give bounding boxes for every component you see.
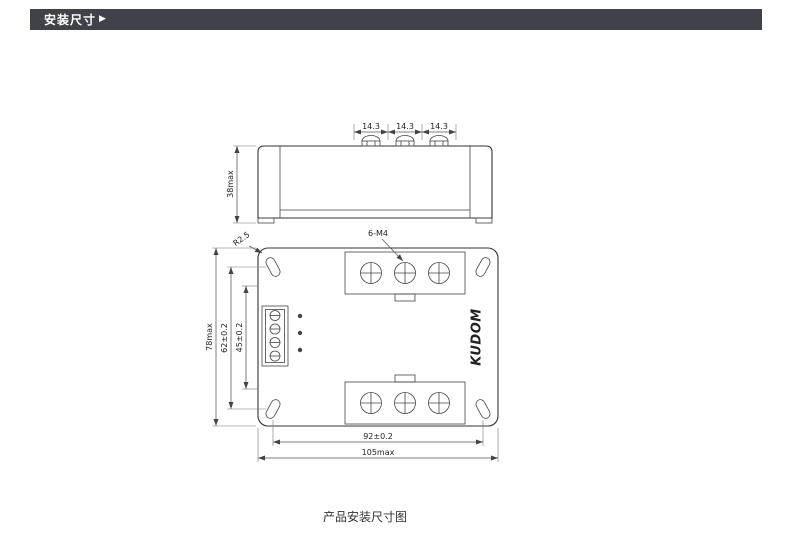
- side-view: [257, 135, 493, 224]
- bottom-notch: [394, 374, 416, 383]
- dim-inner-span-label: 45±0.2: [235, 323, 244, 353]
- plan-body-outline: [257, 247, 499, 427]
- dim-hole-spacing-horizontal: 92±0.2: [272, 420, 484, 446]
- dim-overall-depth-label: 78max: [205, 323, 214, 351]
- side-foot-right: [475, 217, 493, 224]
- led-indicator-3: [297, 347, 303, 353]
- leader-line: [381, 238, 404, 262]
- dim-inner-span: 45±0.2: [235, 285, 258, 390]
- dim-pitch-3: 14.3: [430, 122, 448, 131]
- drawing-caption: 产品安装尺寸图: [322, 510, 407, 524]
- callout-corner-radius-label: R2.5: [231, 230, 251, 248]
- callout-corner-radius: R2.5: [231, 230, 263, 254]
- side-terminal-3: [429, 135, 449, 147]
- mounting-slot-bottom-left: [265, 399, 281, 419]
- led-indicator-1: [297, 313, 303, 319]
- dim-overall-height: 38max: [226, 145, 256, 224]
- dim-hole-spacing-vertical-label: 62±0.2: [220, 323, 229, 353]
- dim-overall-width: 105max: [257, 428, 499, 462]
- control-terminal-block: [261, 305, 289, 367]
- dim-overall-depth: 78max: [205, 247, 256, 427]
- section-title: 安装尺寸: [44, 13, 97, 27]
- callout-mounting-holes-label: 6-M4: [368, 229, 388, 238]
- led-indicator-2: [297, 330, 303, 336]
- side-body-outline: [257, 145, 493, 219]
- top-terminal-block: [344, 251, 466, 302]
- leader-line: [248, 245, 263, 254]
- callout-mounting-holes: 6-M4: [368, 229, 404, 262]
- mounting-slot-top-right: [475, 257, 491, 277]
- side-foot-left: [257, 217, 275, 224]
- dim-hole-spacing-vertical: 62±0.2: [220, 266, 266, 410]
- bottom-terminal-block: [344, 374, 466, 425]
- dim-terminal-pitch: 14.3 14.3 14.3: [353, 122, 457, 140]
- dim-pitch-2: 14.3: [396, 122, 414, 131]
- brand-logo: KUDOM: [470, 308, 485, 365]
- top-notch: [394, 293, 416, 302]
- side-terminal-2: [395, 135, 415, 147]
- section-header-arrow-icon: ▶: [99, 14, 106, 24]
- dim-hole-spacing-horizontal-label: 92±0.2: [363, 432, 393, 441]
- mounting-slot-bottom-right: [475, 399, 491, 419]
- side-terminal-1: [361, 135, 381, 147]
- dim-overall-width-label: 105max: [362, 448, 395, 457]
- dim-pitch-1: 14.3: [362, 122, 380, 131]
- mounting-slot-top-left: [265, 257, 281, 277]
- dim-overall-height-label: 38max: [226, 170, 235, 198]
- plan-view: KUDOM: [257, 247, 499, 427]
- section-header: 安装尺寸 ▶: [30, 9, 762, 30]
